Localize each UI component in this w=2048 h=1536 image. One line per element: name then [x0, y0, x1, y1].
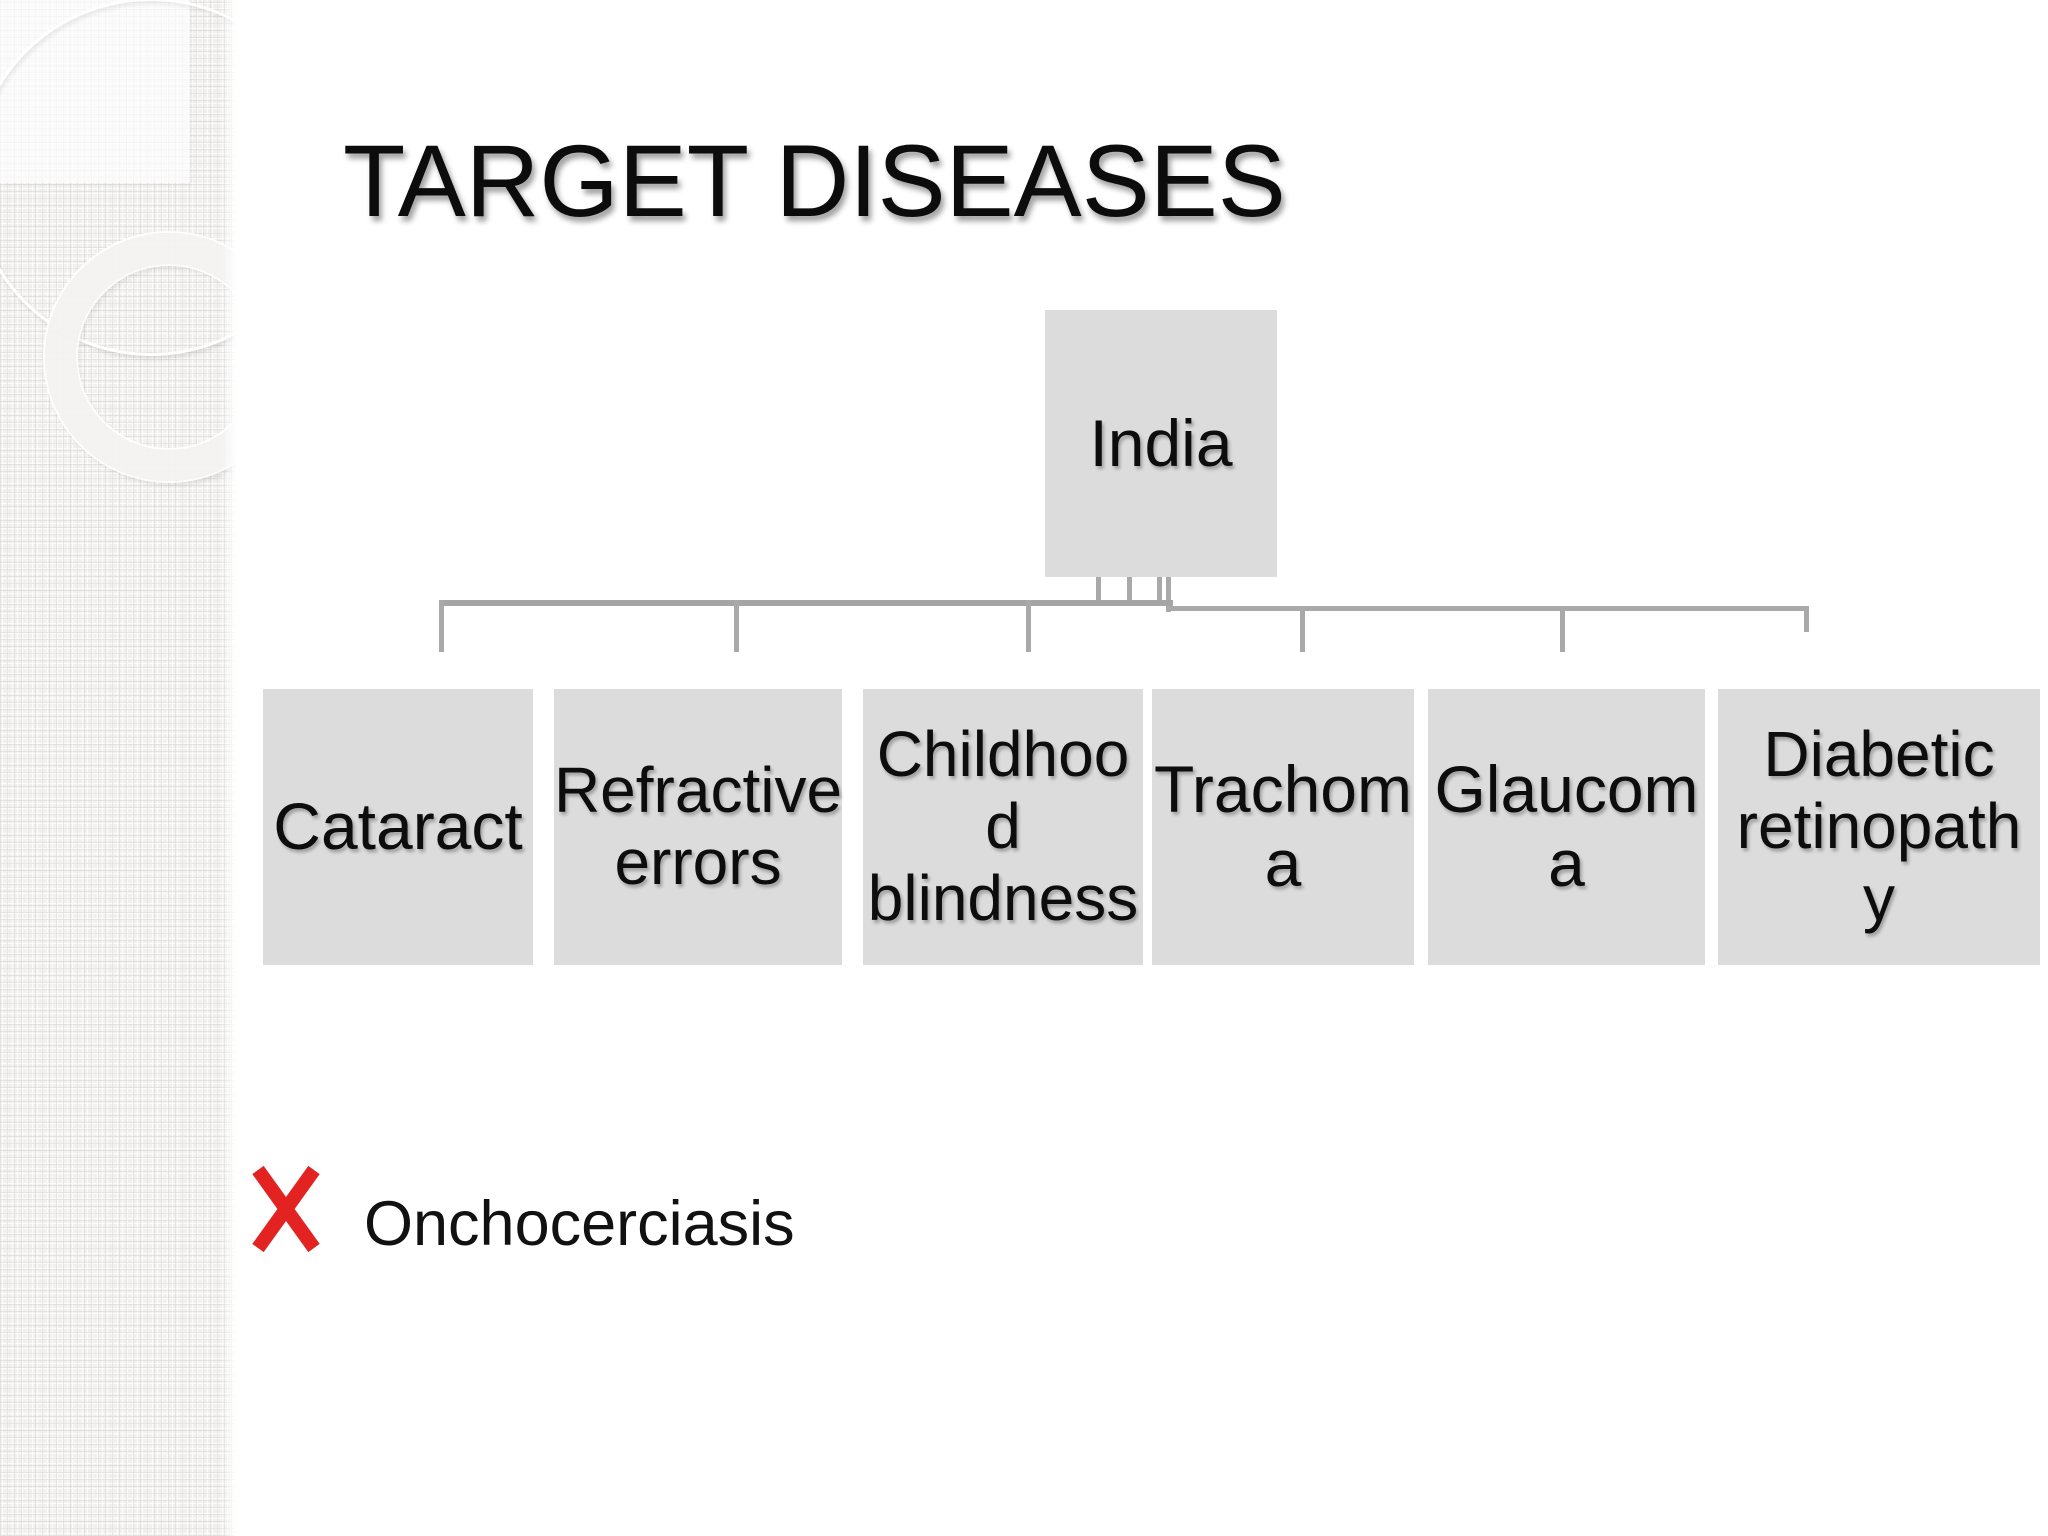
label-line: y	[1863, 861, 1895, 934]
connector-stub	[1127, 577, 1132, 606]
connector-tick	[1026, 600, 1031, 652]
label-line: errors	[614, 826, 782, 898]
label-line: Refractive	[553, 754, 843, 827]
label-line: Glaucom	[1434, 752, 1699, 827]
org-node-india-label: India	[1089, 405, 1233, 480]
label-line: a	[1548, 826, 1585, 900]
org-node-label: Cataract	[273, 789, 523, 864]
label-line: d	[985, 790, 1021, 863]
sidebar-edge-fade	[222, 0, 238, 1536]
org-node-refractive-errors: Refractive errors	[554, 689, 842, 965]
label-line: retinopath	[1736, 790, 2022, 863]
connector-tick	[439, 600, 444, 652]
page-title: TARGET DISEASES	[343, 124, 1286, 238]
org-node-label: Diabetic retinopath y	[1737, 719, 2022, 934]
org-node-label: Refractive errors	[554, 755, 842, 898]
org-node-cataract: Cataract	[263, 689, 533, 965]
label-line: a	[1264, 826, 1302, 900]
connector-tick	[1560, 606, 1565, 652]
org-node-childhood-blindness: Childhoo d blindness	[863, 689, 1143, 965]
excluded-item-label: Onchocerciasis	[364, 1189, 795, 1259]
sidebar-texture	[0, 0, 238, 1536]
connector-horizontal-left	[439, 600, 1173, 606]
connector-stub	[1166, 577, 1171, 612]
connector-horizontal-right	[1166, 606, 1809, 611]
connector-tick	[1804, 606, 1809, 632]
connector-stub	[1157, 577, 1162, 606]
label-line: Childhoo	[876, 718, 1130, 791]
label-line: Trachom	[1154, 752, 1412, 827]
connector-tick	[734, 600, 739, 652]
org-node-label: Glaucom a	[1434, 752, 1699, 901]
connector-tick	[1300, 606, 1305, 652]
label-line: blindness	[867, 861, 1139, 934]
org-node-trachoma: Trachom a	[1152, 689, 1414, 965]
org-node-diabetic-retinopathy: Diabetic retinopath y	[1718, 689, 2040, 965]
org-node-label: Childhoo d blindness	[868, 719, 1138, 934]
red-x-icon	[252, 1165, 320, 1253]
org-node-glaucoma: Glaucom a	[1428, 689, 1705, 965]
label-line: Diabetic	[1763, 718, 1995, 791]
org-node-india: India	[1045, 310, 1277, 577]
org-node-label: Trachom a	[1154, 752, 1412, 901]
connector-stub	[1096, 577, 1101, 606]
excluded-item: Onchocerciasis	[252, 1163, 795, 1256]
